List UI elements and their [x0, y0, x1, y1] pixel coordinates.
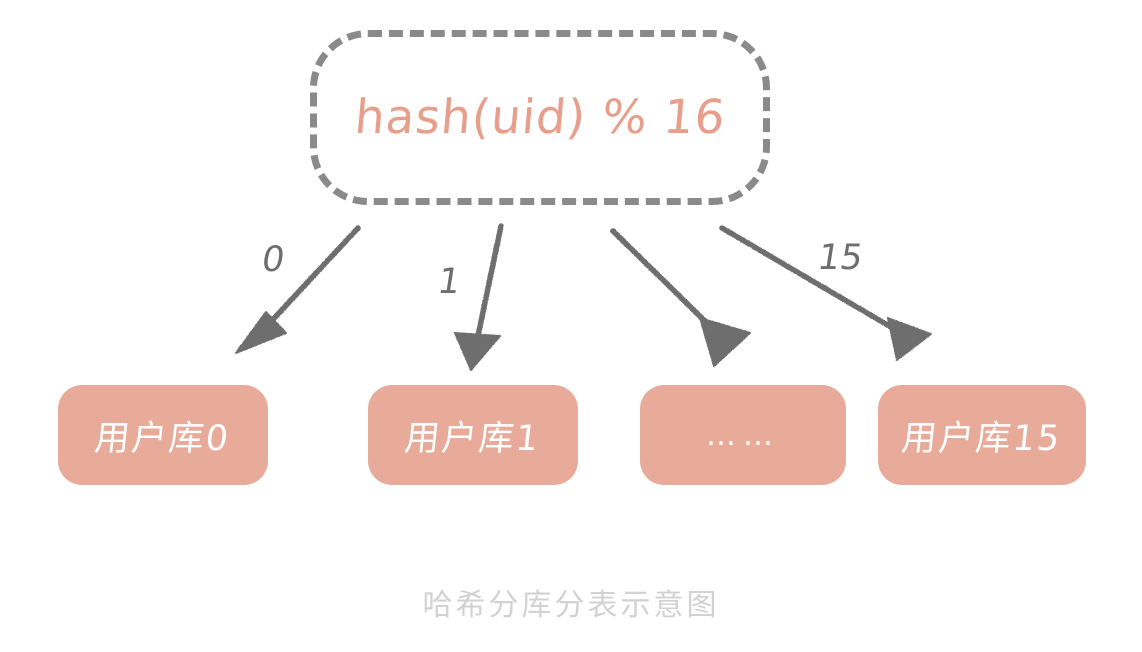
arrow-to-shard-1 [454, 223, 504, 371]
diagram-caption: 哈希分库分表示意图 [422, 588, 720, 623]
arrow-to-shard-0 [235, 225, 361, 354]
shard-label-1: 用户库1 [402, 418, 543, 459]
shard-node-15: 用户库15 [878, 385, 1086, 485]
shard-label-ellipsis: …… [706, 417, 780, 453]
shard-label-0: 用户库0 [92, 418, 233, 459]
shard-node-ellipsis: …… [640, 385, 846, 485]
shard-node-1: 用户库1 [368, 385, 578, 485]
arrow-to-shard-ellipsis [610, 228, 751, 367]
arrow-to-shard-15 [719, 225, 932, 361]
hash-function-node: hash(uid) % 16 [310, 30, 770, 205]
hash-function-label: hash(uid) % 16 [352, 90, 728, 145]
arrow-label-15: 15 [814, 238, 866, 278]
shard-node-0: 用户库0 [58, 385, 268, 485]
shard-label-15: 用户库15 [899, 418, 1064, 459]
